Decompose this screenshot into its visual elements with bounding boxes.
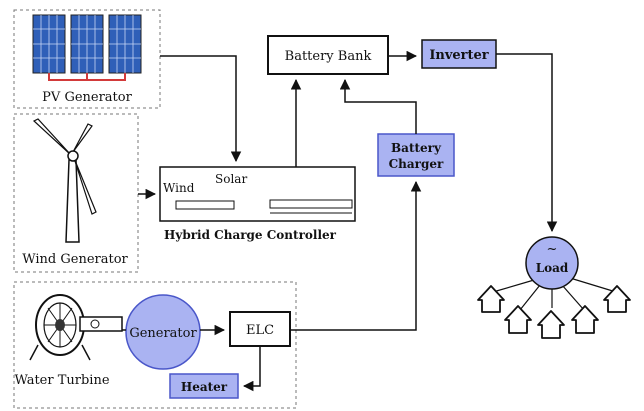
water-turbine-label: Water Turbine bbox=[14, 373, 109, 388]
hydro-group: Water Turbine Generator ELC Heater bbox=[13, 281, 297, 409]
load-wires bbox=[492, 277, 617, 311]
load-group: ~ Load bbox=[477, 236, 631, 339]
battery-charger-label-line2: Charger bbox=[389, 157, 444, 171]
solar-input-slot bbox=[269, 199, 353, 209]
elc-label: ELC bbox=[246, 323, 274, 338]
house-icon bbox=[537, 310, 565, 339]
battery-charger-box bbox=[377, 133, 455, 177]
battery-charger-label-line1: Battery bbox=[391, 141, 442, 155]
pv-wiring bbox=[48, 73, 126, 81]
wind-input-slot bbox=[175, 200, 235, 210]
hybrid-controller-box bbox=[159, 166, 356, 222]
pv-to-controller-arrow bbox=[160, 55, 242, 163]
heater-label: Heater bbox=[181, 380, 228, 394]
house-icon bbox=[477, 285, 505, 313]
connectors bbox=[122, 50, 558, 392]
elc-box bbox=[229, 311, 291, 347]
battery-bank-box bbox=[267, 35, 389, 75]
water-turbine-icon bbox=[29, 294, 123, 361]
hydro-frame bbox=[13, 281, 297, 409]
controller-solar-label: Solar bbox=[215, 172, 247, 186]
load-circle bbox=[525, 236, 579, 290]
wind-turbine-icon bbox=[32, 118, 97, 243]
pv-generator-label: PV Generator bbox=[42, 90, 132, 105]
charger-to-battery-arrow bbox=[339, 78, 417, 134]
controller-wind-label: Wind bbox=[163, 181, 195, 195]
generator-circle bbox=[125, 294, 201, 370]
elc-to-charger-arrow bbox=[290, 180, 422, 331]
hybrid-controller-label: Hybrid Charge Controller bbox=[164, 228, 337, 242]
house-icon bbox=[571, 305, 599, 334]
generator-label: Generator bbox=[129, 326, 197, 341]
wind-generator-frame bbox=[13, 113, 139, 273]
solar-panel-1 bbox=[32, 14, 66, 74]
wind-generator-label: Wind Generator bbox=[22, 252, 128, 267]
elc-to-heater-arrow bbox=[242, 346, 261, 392]
inverter-label: Inverter bbox=[429, 48, 488, 63]
hybrid-controller-group: Wind Solar Hybrid Charge Controller bbox=[159, 166, 356, 242]
house-icon bbox=[603, 285, 631, 313]
solar-panel-array bbox=[32, 14, 142, 74]
house-icon bbox=[504, 305, 532, 334]
solar-panel-3 bbox=[108, 14, 142, 74]
inverter-to-load-arrow bbox=[496, 53, 558, 233]
pv-generator-group: PV Generator bbox=[13, 9, 161, 109]
load-ac-symbol: ~ bbox=[547, 242, 558, 257]
load-label: Load bbox=[536, 261, 569, 275]
solar-panel-2 bbox=[70, 14, 104, 74]
battery-bank-label: Battery Bank bbox=[285, 49, 372, 64]
heater-box bbox=[169, 373, 239, 399]
pv-generator-frame bbox=[13, 9, 161, 109]
wind-generator-group: Wind Generator bbox=[13, 113, 139, 273]
inverter-box bbox=[421, 39, 497, 69]
